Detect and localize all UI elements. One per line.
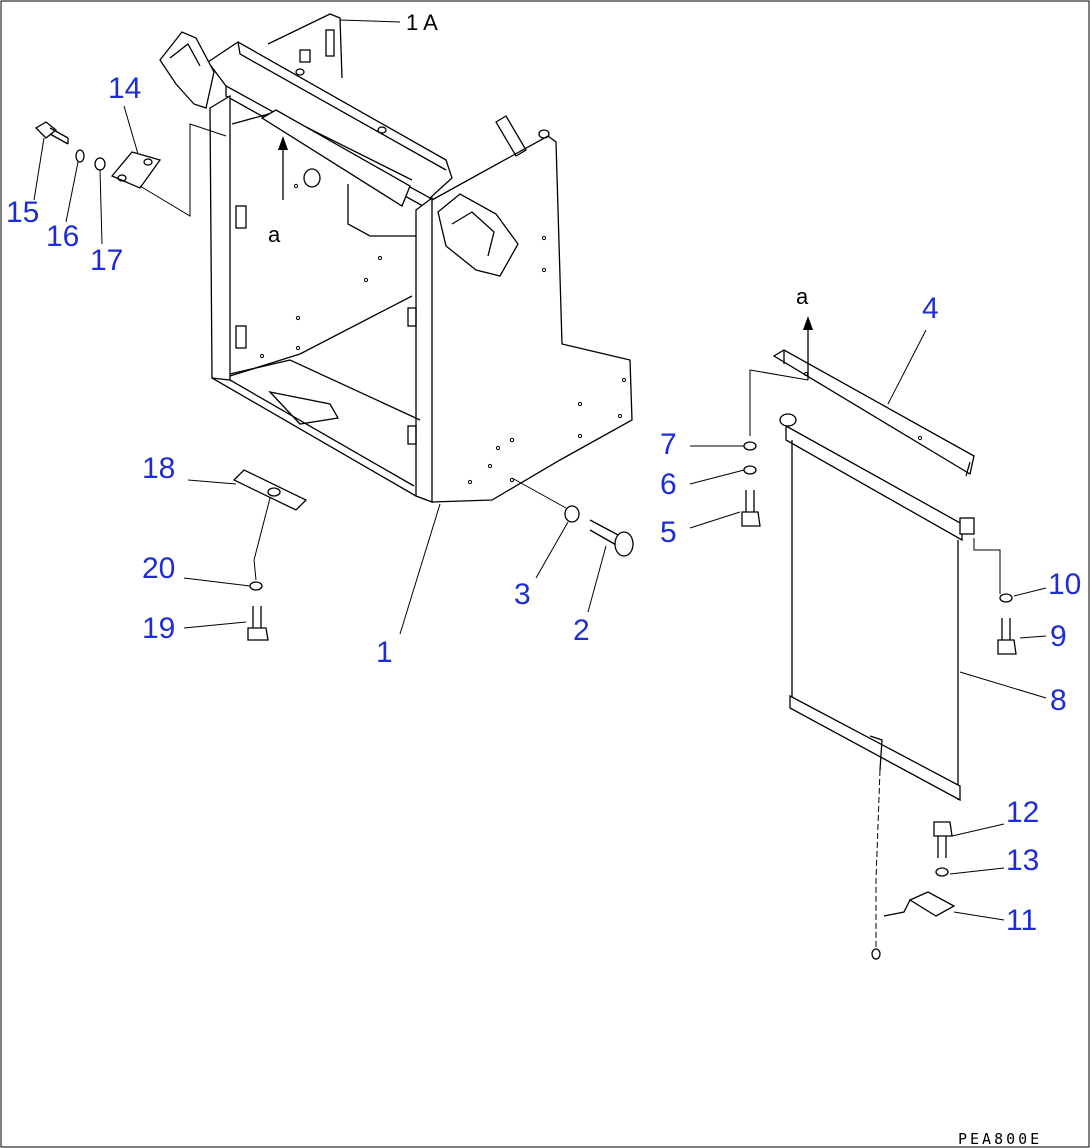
callout-8: 8 xyxy=(1050,684,1067,717)
bracket-part-18 xyxy=(232,469,308,581)
bolt-part-19 xyxy=(247,606,269,641)
callout-12: 12 xyxy=(1006,796,1039,829)
callout-15: 15 xyxy=(6,196,39,229)
callout-16: 16 xyxy=(46,220,79,253)
washer-part-10 xyxy=(999,593,1013,603)
roller-blind-part-8 xyxy=(779,413,975,802)
callout-10: 10 xyxy=(1048,568,1081,601)
callout-6: 6 xyxy=(660,468,677,501)
callout-numbers: 1 2 3 4 5 6 7 8 9 10 11 12 13 14 15 16 1… xyxy=(6,72,1081,937)
pull-chain xyxy=(875,769,881,950)
callout-20: 20 xyxy=(142,552,175,585)
callout-18: 18 xyxy=(142,452,175,485)
leader-bracket-to-washer xyxy=(749,369,809,436)
washer-part-3 xyxy=(564,505,580,523)
washer-part-7 xyxy=(743,441,757,451)
callout-7: 7 xyxy=(660,428,677,461)
callout-17: 17 xyxy=(90,244,123,277)
bolt-part-15 xyxy=(34,121,69,145)
callout-13: 13 xyxy=(1006,844,1039,877)
arrow-label-a-right: a xyxy=(796,284,809,309)
chain-end xyxy=(871,948,881,960)
arrow-label-a-left: a xyxy=(268,222,281,247)
leader-1a xyxy=(339,19,401,23)
pin-part-2 xyxy=(589,519,634,557)
leader-blind-to-washer xyxy=(973,538,1001,594)
blind-bracket-part-4 xyxy=(772,349,975,477)
washer-part-17 xyxy=(94,157,106,171)
callout-14: 14 xyxy=(108,72,141,105)
arrow-a-left: a xyxy=(268,136,288,247)
callout-3: 3 xyxy=(514,578,531,611)
washer-part-13 xyxy=(935,867,949,877)
bolt-part-12 xyxy=(933,821,953,858)
washer-part-16 xyxy=(75,149,85,163)
bolt-part-5 xyxy=(741,490,761,527)
hook-bracket-part-11 xyxy=(883,891,956,917)
callout-2: 2 xyxy=(573,614,590,647)
callout-leaders xyxy=(33,105,1047,921)
callout-1: 1 xyxy=(376,636,393,669)
plate-part-14 xyxy=(110,123,227,217)
bolt-part-9 xyxy=(997,618,1017,655)
callout-5: 5 xyxy=(660,516,677,549)
arrow-a-right: a xyxy=(796,284,813,380)
leader-frame-to-washer xyxy=(511,477,567,509)
callout-11: 11 xyxy=(1006,904,1037,937)
washer-part-6 xyxy=(743,465,757,475)
callout-4: 4 xyxy=(922,292,939,325)
callout-19: 19 xyxy=(142,612,175,645)
callout-9: 9 xyxy=(1050,620,1067,653)
sub-label-1a: 1 A xyxy=(406,10,438,35)
main-frame xyxy=(159,13,633,503)
drawing-code: PEA800E xyxy=(958,1130,1042,1148)
washer-part-20 xyxy=(249,581,263,591)
